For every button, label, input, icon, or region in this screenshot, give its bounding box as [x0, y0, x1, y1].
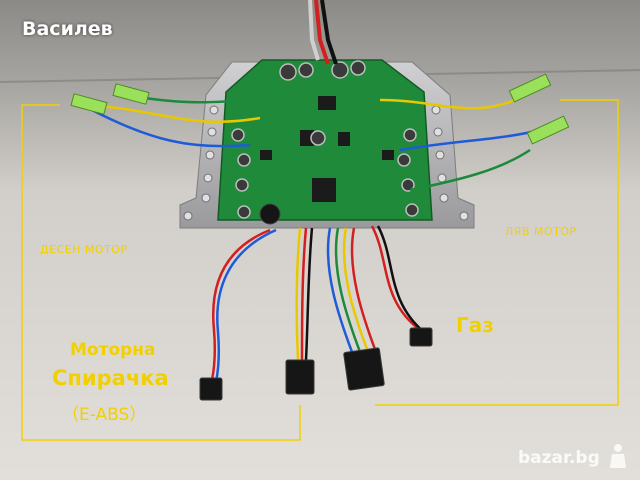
- harness-wires: [210, 225, 425, 383]
- power-wires: [308, 0, 338, 65]
- board-capacitors: [231, 60, 419, 219]
- bazar-logo: bazar.bg: [518, 444, 626, 468]
- label-motor-brake-line3: （E-ABS）: [62, 405, 147, 425]
- heatsink-screws: [183, 105, 469, 221]
- watermark-text: Василев: [22, 18, 113, 40]
- label-right-motor: ДЕСЕН МОТОР: [40, 243, 128, 256]
- left-motor-connectors: [508, 73, 570, 145]
- label-motor-brake-line1: Моторна: [70, 340, 156, 360]
- label-throttle: Газ: [456, 313, 494, 337]
- logo-figure-icon: [610, 444, 626, 468]
- label-left-motor: ЛЯВ МОТОР: [505, 225, 577, 238]
- annotation-frame-lines: [21, 99, 619, 441]
- harness-plugs: [199, 327, 433, 401]
- bazar-logo-text: bazar.bg: [518, 448, 600, 468]
- board-chips: [260, 96, 394, 202]
- buzzer: [259, 203, 281, 225]
- left-motor-wires: [379, 96, 541, 192]
- label-motor-brake-line2: Спирачка: [52, 366, 169, 390]
- right-motor-connectors: [70, 83, 150, 115]
